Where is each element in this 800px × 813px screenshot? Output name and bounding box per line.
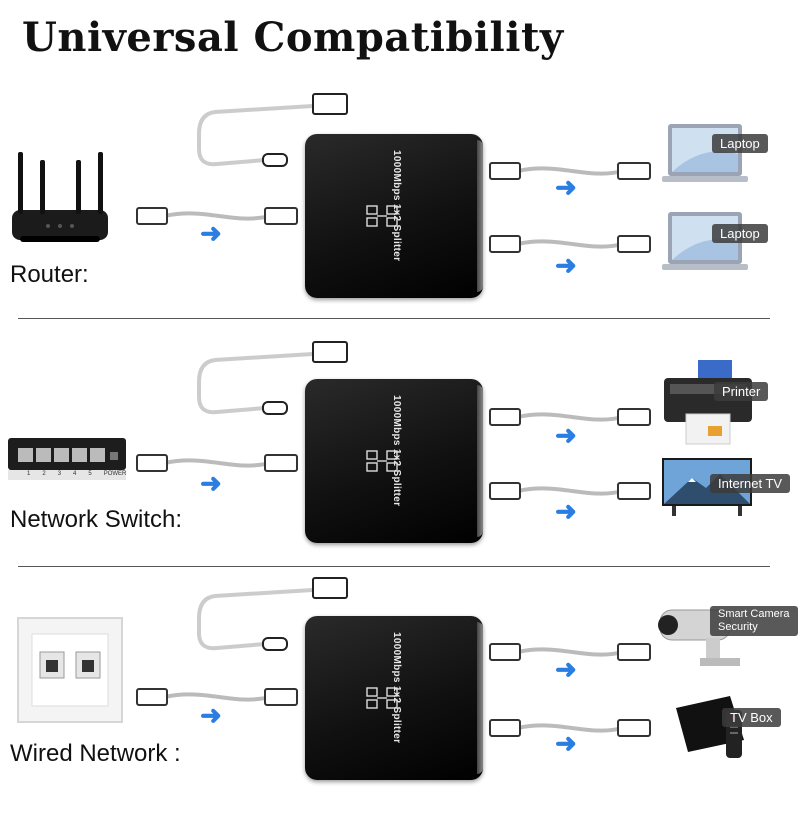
source-label: Network Switch: bbox=[10, 506, 183, 533]
ethernet-cable-icon bbox=[489, 643, 651, 661]
port-label: POWER bbox=[103, 471, 127, 477]
splitter-device: 1000Mbps 1x2 Splitter bbox=[305, 134, 483, 298]
section-router: Router: ➜ 1000Mbps 1x2 Splitter ➜ ➜ bbox=[0, 88, 800, 333]
section-divider bbox=[18, 566, 770, 567]
device-label: Internet TV bbox=[710, 474, 791, 493]
ethernet-cable-icon bbox=[136, 207, 298, 225]
ethernet-cable-icon bbox=[136, 688, 298, 706]
port-label: 2 bbox=[42, 471, 46, 477]
network-icon bbox=[366, 450, 398, 472]
port-label: 3 bbox=[57, 471, 62, 477]
output-device-tv-box: TV Box bbox=[672, 690, 792, 760]
port-label: 5 bbox=[88, 471, 92, 477]
arrow-right-icon: ➜ bbox=[200, 468, 222, 498]
router-icon bbox=[12, 152, 108, 242]
device-label: TV Box bbox=[722, 708, 781, 727]
device-label: Laptop bbox=[712, 134, 768, 153]
section-network-switch: 1 2 3 4 5 POWER Network Switch: ➜ 1000Mb… bbox=[0, 330, 800, 575]
arrow-right-icon: ➜ bbox=[200, 700, 222, 730]
laptop-icon bbox=[662, 212, 748, 270]
source-label: Router: bbox=[10, 261, 89, 288]
port-label: 1 bbox=[27, 471, 31, 477]
network-icon bbox=[366, 687, 398, 709]
arrow-right-icon: ➜ bbox=[555, 420, 577, 450]
source-label: Wired Network : bbox=[10, 740, 181, 767]
splitter-device: 1000Mbps 1x2 Splitter bbox=[305, 379, 483, 543]
usb-cable-icon bbox=[197, 577, 348, 651]
ethernet-cable-icon bbox=[489, 162, 651, 180]
arrow-right-icon: ➜ bbox=[555, 172, 577, 202]
section-divider bbox=[18, 318, 770, 319]
switch-port-labels: 1 2 3 4 5 POWER bbox=[27, 471, 126, 477]
arrow-right-icon: ➜ bbox=[555, 496, 577, 526]
output-device-tv: Internet TV bbox=[662, 458, 792, 520]
network-icon bbox=[366, 205, 398, 227]
splitter-device: 1000Mbps 1x2 Splitter bbox=[305, 616, 483, 780]
printer-icon bbox=[664, 360, 752, 445]
port-label: 4 bbox=[73, 471, 77, 477]
arrow-right-icon: ➜ bbox=[555, 654, 577, 684]
section-wired-network: Wired Network : ➜ 1000Mbps 1x2 Splitter … bbox=[0, 568, 800, 813]
output-device-printer: Printer bbox=[664, 360, 784, 450]
ethernet-cable-icon bbox=[489, 719, 651, 737]
arrow-right-icon: ➜ bbox=[200, 218, 222, 248]
switch-icon bbox=[8, 438, 126, 480]
usb-cable-icon bbox=[197, 341, 348, 415]
device-label: Laptop bbox=[712, 224, 768, 243]
page-title: Universal Compatibility bbox=[22, 14, 564, 61]
device-label: Printer bbox=[714, 382, 769, 401]
ethernet-cable-icon bbox=[489, 482, 651, 500]
wall-socket-icon bbox=[17, 617, 123, 723]
ethernet-cable-icon bbox=[136, 454, 298, 472]
arrow-right-icon: ➜ bbox=[555, 250, 577, 280]
device-label: Smart Camera Security bbox=[710, 606, 798, 636]
ethernet-cable-icon bbox=[489, 408, 651, 426]
output-device-laptop: Laptop bbox=[662, 212, 782, 274]
output-device-camera: Smart Camera Security bbox=[658, 600, 798, 670]
usb-cable-icon bbox=[197, 93, 348, 167]
arrow-right-icon: ➜ bbox=[555, 728, 577, 758]
ethernet-cable-icon bbox=[489, 235, 651, 253]
output-device-laptop: Laptop bbox=[662, 124, 782, 186]
